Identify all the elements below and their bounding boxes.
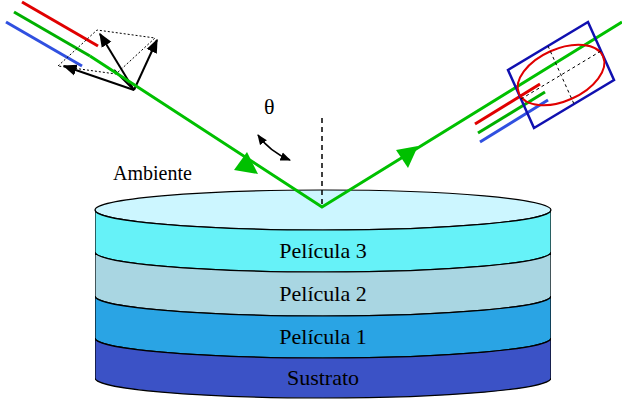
reflected-beams — [475, 84, 548, 142]
layer-band: Película 2 — [95, 252, 551, 318]
polarization-ellipse — [508, 22, 614, 128]
beam-arrowhead — [234, 152, 258, 174]
incident-beams — [6, 2, 98, 66]
layer-name: Película 1 — [95, 326, 551, 348]
band-outline — [95, 252, 551, 316]
angle-arrow — [258, 135, 290, 160]
light-beam — [90, 22, 622, 207]
layer-name: Película 2 — [95, 283, 551, 305]
layer-band: Película 3 — [95, 210, 551, 274]
angle-symbol: θ — [264, 96, 275, 118]
band-outline — [95, 210, 551, 272]
layer-band: Sustrato — [95, 338, 551, 400]
layer-name: Sustrato — [95, 367, 551, 389]
polarization-vectors — [58, 30, 157, 90]
surface-normal — [321, 118, 323, 207]
beam-arrowhead — [396, 146, 418, 168]
band-outline — [95, 338, 551, 398]
medium-label: Ambiente — [113, 163, 192, 183]
layer-band: Película 1 — [95, 296, 551, 360]
band-outline — [95, 296, 551, 358]
layer-name: Película 3 — [95, 240, 551, 262]
